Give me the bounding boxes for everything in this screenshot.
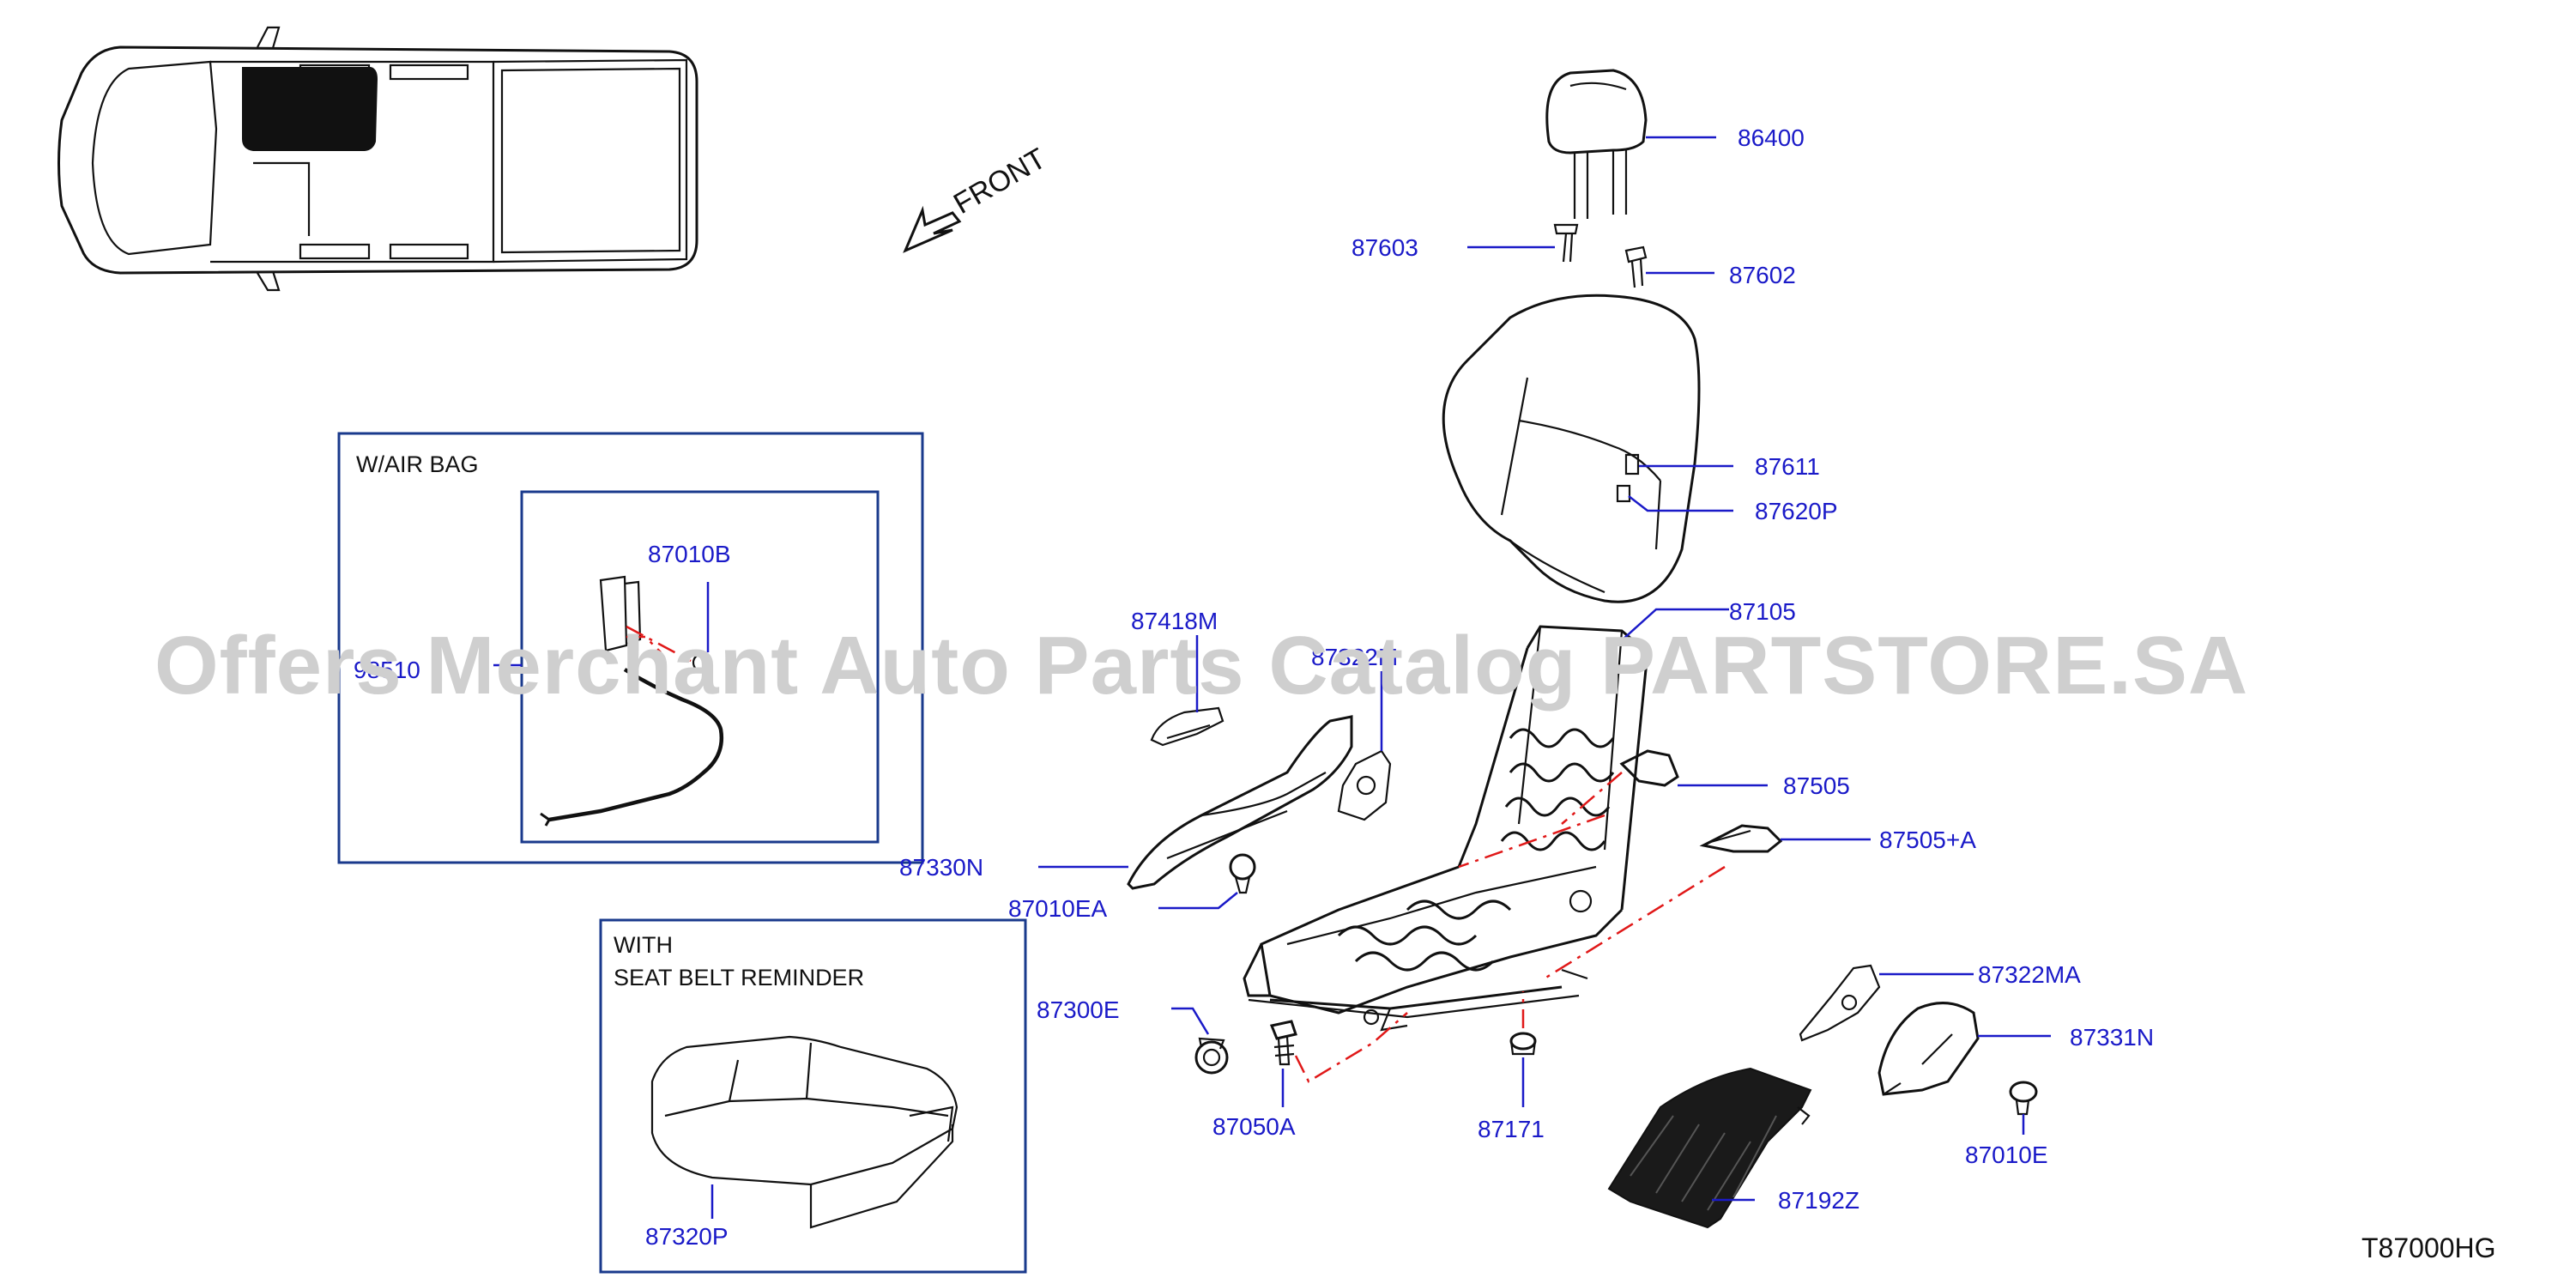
vehicle-locator-icon (57, 26, 698, 292)
callout-87331N[interactable]: 87331N (2070, 1024, 2154, 1051)
callout-87105[interactable]: 87105 (1729, 598, 1796, 625)
front-label: FRONT (948, 142, 1051, 220)
air-bag-inset-title: W/AIR BAG (356, 451, 479, 477)
callout-86400[interactable]: 86400 (1738, 124, 1805, 151)
clip-87010e-drawing (2009, 1081, 2038, 1116)
finisher-87330n-drawing (1127, 715, 1353, 890)
hinge-87322m-drawing (1337, 749, 1392, 821)
pin-87171-drawing (1509, 1032, 1537, 1056)
inset-belt-reminder (599, 918, 1027, 1274)
cover-87418m-drawing (1150, 706, 1225, 747)
callout-87050A[interactable]: 87050A (1212, 1113, 1296, 1140)
heater-mat-87192z-drawing (1607, 1067, 1812, 1229)
finisher-87331n-drawing (1878, 1002, 1980, 1096)
front-direction-arrow-icon (903, 205, 962, 253)
belt-inset-title-line2: SEAT BELT REMINDER (614, 965, 864, 990)
callout-87418M[interactable]: 87418M (1131, 608, 1218, 634)
callout-87505[interactable]: 87505 (1783, 772, 1850, 799)
callout-87300E[interactable]: 87300E (1037, 996, 1120, 1023)
callout-87602[interactable]: 87602 (1729, 262, 1796, 288)
lever-87505a-drawing (1699, 824, 1783, 853)
diagram-code: T87000HG (2361, 1233, 2496, 1263)
callout-87505A[interactable]: 87505+A (1879, 827, 1976, 853)
callout-87192Z[interactable]: 87192Z (1778, 1187, 1859, 1214)
callout-87171[interactable]: 87171 (1478, 1116, 1545, 1142)
callout-87620P[interactable]: 87620P (1755, 498, 1838, 524)
callout-87330N[interactable]: 87330N (899, 854, 983, 881)
callout-87010EA[interactable]: 87010EA (1008, 895, 1108, 922)
callout-87010B[interactable]: 87010B (648, 541, 731, 567)
callout-87603[interactable]: 87603 (1351, 234, 1418, 261)
seat-back-drawing (1442, 294, 1701, 603)
watermark-text: Offers Merchant Auto Parts Catalog PARTS… (154, 620, 2248, 712)
inset-air-bag (337, 432, 924, 864)
belt-inset-title-line1: WITH (614, 932, 673, 958)
seat-frame-drawing (1243, 625, 1649, 1032)
hinge-87322ma-drawing (1799, 964, 1881, 1042)
callout-87320P[interactable]: 87320P (645, 1223, 729, 1250)
headrest-drawing (1545, 69, 1648, 219)
callout-87010E[interactable]: 87010E (1965, 1142, 2048, 1168)
cap-87300e-drawing (1194, 1037, 1229, 1075)
clip-87010ea-drawing (1229, 853, 1256, 894)
callout-87322MA[interactable]: 87322MA (1978, 961, 2081, 988)
knob-87505-drawing (1619, 749, 1679, 787)
bolt-87050a-drawing (1269, 1020, 1297, 1066)
callout-87322M[interactable]: 87322M (1311, 644, 1398, 670)
headrest-guide-drawing (1553, 223, 1648, 288)
callout-87611[interactable]: 87611 (1755, 453, 1820, 480)
callout-98510-hidden[interactable]: 98510 (354, 657, 420, 683)
